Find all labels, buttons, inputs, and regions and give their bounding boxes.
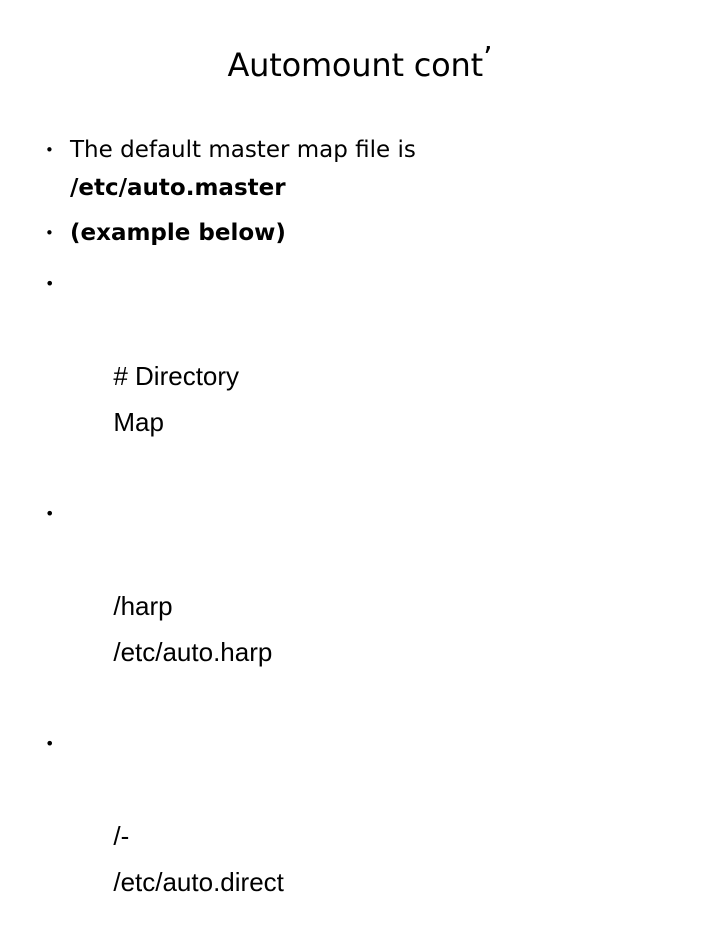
list-item: • /harp /etc/auto.harp <box>36 491 686 721</box>
spacer <box>36 252 686 261</box>
bullet-5-col-left: /- <box>113 821 130 851</box>
bullet-list: • The default master map file is /etc/au… <box>36 131 686 951</box>
bullet-3-col-right: Map <box>113 407 164 437</box>
page-title-text: Automount cont <box>227 46 483 84</box>
list-item: • The default master map file is /etc/au… <box>36 131 686 207</box>
bullet-5-col-right: /etc/auto.direct <box>113 867 284 897</box>
list-item: • (example below) <box>36 214 686 252</box>
bullet-1-line-1: The default master map file is <box>70 137 416 163</box>
bullet-1-line-2: /etc/auto.master <box>70 175 286 201</box>
slide-canvas: Automount cont’ • The default master map… <box>0 41 720 897</box>
list-item: • /- /etc/auto.direct <box>36 721 686 951</box>
bullet-icon: • <box>45 141 54 159</box>
bullet-2-line-1: (example below) <box>70 220 286 246</box>
bullet-4-col-right: /etc/auto.harp <box>113 637 273 667</box>
page-title: Automount cont’ <box>0 41 720 84</box>
bullet-icon: • <box>45 274 55 293</box>
spacer <box>36 207 686 214</box>
bullet-icon: • <box>45 504 55 523</box>
bullet-icon: • <box>45 224 54 242</box>
bullet-icon: • <box>45 734 55 753</box>
bullet-3-col-left: # Directory <box>113 361 240 391</box>
list-item: • # Directory Map <box>36 261 686 491</box>
page-title-apostrophe: ’ <box>482 41 493 76</box>
bullet-4-col-left: /harp <box>113 591 173 621</box>
